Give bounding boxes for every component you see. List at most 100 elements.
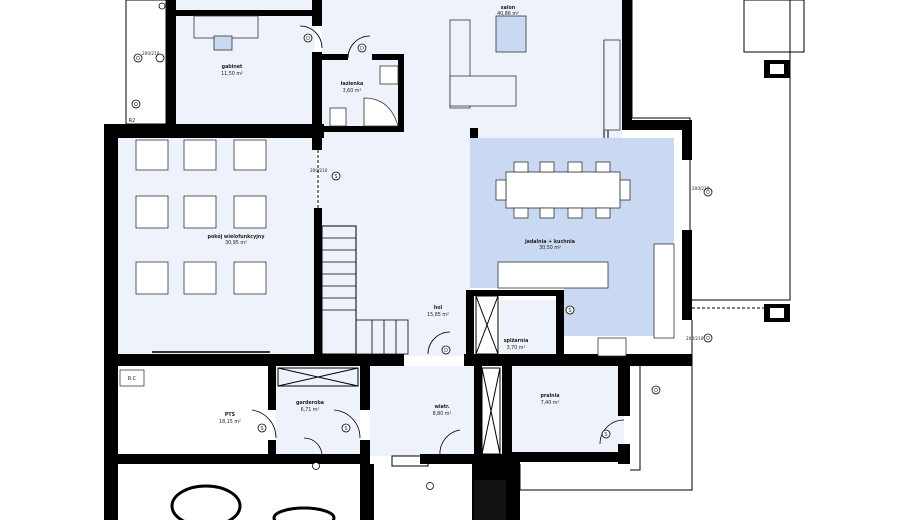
- door-swing: [299, 25, 323, 49]
- circle-tag: S: [604, 432, 607, 438]
- outside-line-inner: [630, 366, 641, 471]
- pantry-area: 3,70 m²: [507, 345, 526, 351]
- dining-table-icon: [505, 171, 621, 209]
- living-area: 40,86 m²: [497, 11, 519, 17]
- wc-toilet-icon: [329, 107, 347, 127]
- dimension-label: 200/210: [310, 168, 328, 173]
- door-swing: [333, 409, 361, 439]
- wc-label: łazienka: [340, 81, 364, 87]
- door-swing: [251, 409, 277, 439]
- tag-circle: [565, 305, 575, 315]
- tag-circle: [601, 429, 611, 439]
- pantry-shelves: [475, 295, 499, 355]
- wall-laundry-west: [502, 366, 512, 464]
- tag-circle: [133, 53, 143, 63]
- outside-line-east: [519, 320, 693, 491]
- stair-landing: [356, 319, 409, 355]
- hall-fill: [320, 138, 470, 356]
- door-tag: D: [444, 348, 448, 354]
- entry-area: 8,80 m²: [433, 411, 452, 417]
- tag-circle: [158, 2, 166, 10]
- garage-pillar: [474, 480, 506, 520]
- chair-icon: [595, 161, 611, 173]
- tag-circle: [426, 482, 434, 490]
- bed-block: [135, 261, 169, 295]
- circle-tag: S: [568, 308, 571, 314]
- pantry-label: spiżarnia: [504, 338, 529, 344]
- furniture: [193, 15, 675, 357]
- office-area: 11,50 m²: [221, 71, 243, 77]
- guest-room-fill: [118, 138, 316, 356]
- rc-mark: R.C: [128, 376, 137, 382]
- bottom-entrance-step: [391, 455, 429, 467]
- wall-garage-side: [364, 464, 374, 520]
- chair-icon: [513, 161, 529, 173]
- dining-area: 30,50 m²: [539, 245, 561, 251]
- room-labels: gabinet 11,50 m² łazienka 3,60 m² salon …: [208, 5, 575, 425]
- window-tag: O: [654, 388, 658, 394]
- dimension-label: 200/210: [142, 51, 160, 56]
- door-tag: D: [306, 36, 310, 42]
- tag-circle: [155, 53, 165, 63]
- terrace-edge: [631, 0, 791, 301]
- window-tag: O: [706, 336, 710, 342]
- entry-closet: [481, 367, 501, 455]
- wall-west: [104, 124, 118, 520]
- bed-block: [135, 139, 169, 171]
- door-swing: [599, 419, 625, 445]
- dimension-label: 200/210: [692, 186, 710, 191]
- living-label: salon: [501, 5, 516, 11]
- laundry-area: 7,40 m²: [541, 400, 560, 406]
- stair-frame: [321, 225, 357, 355]
- wall-wc-top-b: [372, 54, 404, 60]
- boiler-label: PTS: [225, 412, 236, 418]
- dining-chairs: [495, 161, 631, 219]
- bed-block: [233, 139, 267, 171]
- wall-laundry-east: [618, 366, 630, 416]
- chair-icon: [539, 207, 555, 219]
- wall-pantry-west: [466, 290, 474, 360]
- outdoor: [170, 60, 790, 520]
- entry-fill: [370, 366, 480, 456]
- wc-area: 3,60 m²: [343, 88, 362, 94]
- door-swing: [347, 35, 371, 59]
- chair-icon: [567, 207, 583, 219]
- bed-block: [233, 261, 267, 295]
- thin-lines: [125, 0, 805, 491]
- dining-label: jadalnia + kuchnia: [524, 239, 575, 245]
- wall-laundry-bottom: [512, 452, 630, 462]
- wall-pantry-east: [556, 290, 564, 360]
- rc-box: [119, 369, 145, 387]
- misc-marks: R.C R2 200/210 200/210 200/210 200/210 D…: [119, 36, 710, 438]
- bed-block: [183, 195, 217, 229]
- wall-office-east-b: [312, 52, 322, 138]
- tag-circle: [131, 99, 141, 109]
- laundry-label: pralnia: [541, 393, 560, 399]
- walls: [104, 0, 692, 520]
- tag-circle: [703, 187, 713, 197]
- entry-label: wiatr.: [434, 404, 449, 410]
- kitchen-sink-icon: [597, 337, 627, 357]
- door-tag: D: [360, 46, 364, 52]
- circle-tag: S: [334, 174, 337, 180]
- wardrobe-area: 6,71 m²: [301, 407, 320, 413]
- wall-entry-east: [474, 366, 482, 462]
- office-chair-icon: [213, 35, 233, 51]
- wall-boiler-east: [268, 366, 276, 410]
- window-tag: O: [136, 56, 140, 62]
- door-swing: [303, 437, 323, 457]
- circle-tag: S: [260, 426, 263, 432]
- wardrobe-label: garderoba: [296, 400, 324, 406]
- sofa-bottom-icon: [449, 75, 517, 107]
- chimney-block-inner: [770, 64, 784, 74]
- hall-label: hol: [434, 305, 443, 311]
- entry-closet-x2: [481, 367, 501, 455]
- wall-living-east: [622, 0, 632, 130]
- boiler-area: 18,15 m²: [219, 419, 241, 425]
- wall-wc-bottom: [318, 126, 404, 132]
- tag-circle: [703, 333, 713, 343]
- chair-icon: [567, 161, 583, 173]
- guest-label: pokój wielofunkcyjny: [208, 233, 266, 240]
- office-desk: [193, 15, 259, 39]
